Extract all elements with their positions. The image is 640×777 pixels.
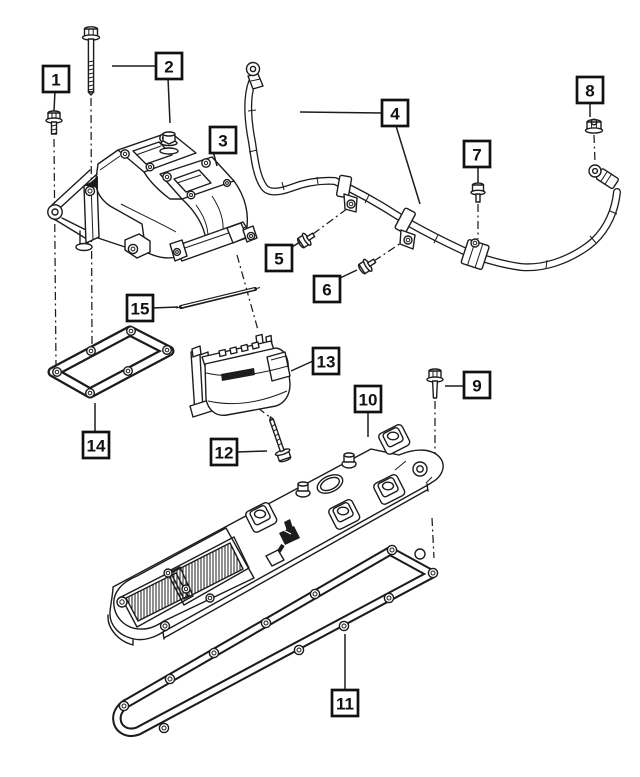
callout-9-number: 9 <box>472 377 481 396</box>
callout-14-number: 14 <box>87 437 106 456</box>
callout-14-box <box>81 430 111 460</box>
plate-stud-bolt <box>341 452 357 469</box>
callout-7-number: 7 <box>472 146 481 165</box>
callout-4-number: 4 <box>390 105 400 124</box>
callout-5-number: 5 <box>274 250 283 269</box>
part-9-cover-mounting-bolt <box>426 368 444 399</box>
callout-1-box <box>41 64 71 94</box>
grid-heater-terminal <box>265 519 300 567</box>
callout-4-leader <box>395 125 421 205</box>
part-1-hex-flange-bolt <box>45 110 63 135</box>
callout-7-box <box>462 139 492 169</box>
callout-13-leader <box>290 360 314 372</box>
callout-11-box <box>330 688 360 718</box>
callout-15-number: 15 <box>131 300 150 319</box>
part-12-heater-mounting-bolt <box>268 416 292 463</box>
callout-2-number: 2 <box>164 58 173 77</box>
plate-stud-bolt <box>295 481 311 498</box>
part-11-cover-plate-gasket <box>112 544 439 737</box>
callout-1-number: 1 <box>51 71 60 90</box>
part-7-harness-clamp-screw <box>470 182 486 203</box>
callout-8-number: 8 <box>585 82 594 101</box>
callout-3-box <box>208 125 238 155</box>
callout-10-number: 10 <box>359 391 378 410</box>
callout-10-box <box>353 384 383 414</box>
callout-13-number: 13 <box>317 353 336 372</box>
callout-6-number: 6 <box>322 281 331 300</box>
part-3-intake-manifold-elbow <box>47 131 258 262</box>
callout-15-box <box>125 293 155 323</box>
callout-2-box <box>154 51 184 81</box>
callout-11-number: 11 <box>336 695 354 714</box>
part-4-grid-heater-wiring-harness <box>244 61 621 272</box>
part-5-harness-clip-screw <box>296 232 316 249</box>
callout-4-box <box>380 98 410 128</box>
callout-13-box <box>311 346 341 376</box>
callout-6-leader <box>339 269 358 279</box>
callout-12-leader <box>236 450 268 453</box>
grid-heater-element <box>171 543 243 599</box>
callout-15-leader <box>151 306 179 309</box>
callout-12-box <box>209 437 239 467</box>
callout-4-leader <box>299 111 383 114</box>
part-6-harness-clip-screw <box>357 258 377 275</box>
part-13-intake-air-heater-block <box>189 333 291 418</box>
callout-12-number: 12 <box>215 444 234 463</box>
callout-9-box <box>462 370 492 400</box>
callout-3-number: 3 <box>218 132 227 151</box>
part-10-intake-manifold-cover-plate <box>107 423 444 646</box>
grid-heater-element <box>126 573 187 621</box>
callout-5-box <box>264 243 294 273</box>
callout-6-box <box>312 274 342 304</box>
callout-8-box <box>575 75 605 105</box>
callout-2-leader <box>167 77 171 124</box>
part-14-elbow-gasket <box>47 325 175 399</box>
part-2-long-hex-flange-bolt <box>81 26 101 96</box>
part-8-terminal-flange-nut <box>584 118 604 134</box>
callout-1-leader <box>53 90 56 112</box>
part-15-retaining-rod <box>175 287 261 309</box>
